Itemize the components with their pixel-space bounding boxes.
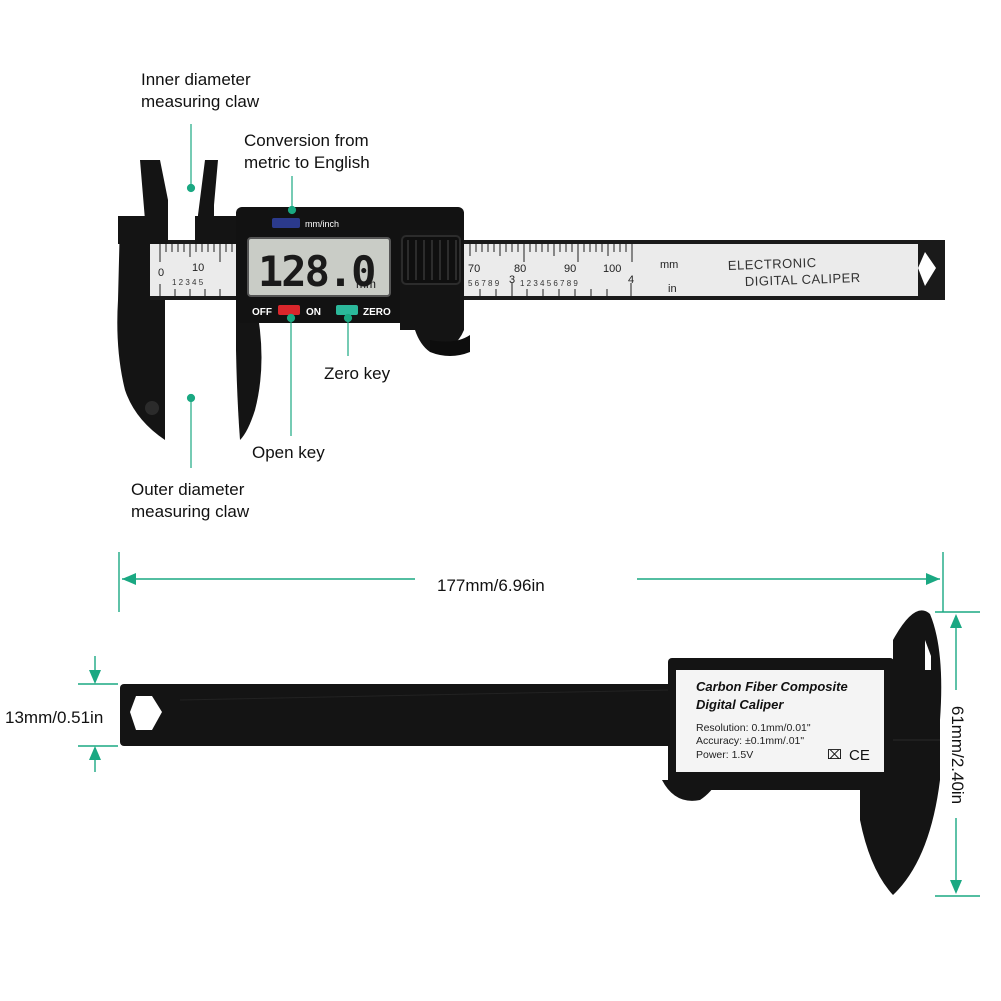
- thickness-dimension: [78, 656, 118, 772]
- callout-conversion: Conversion from metric to English: [244, 130, 370, 174]
- off-label: OFF: [252, 307, 272, 318]
- sub-digits-right-b: 1 2 3 4 5 6 7 8 9: [520, 279, 578, 288]
- scale-label-90: 90: [564, 263, 576, 275]
- callout-outer-claw: Outer diameter measuring claw: [131, 479, 249, 523]
- zero-label: ZERO: [363, 307, 391, 318]
- callout-inner-claw: Inner diameter measuring claw: [141, 69, 259, 113]
- spec-resolution: Resolution: 0.1mm/0.01": [696, 722, 811, 734]
- length-dimension-label: 177mm/6.96in: [437, 576, 545, 595]
- inch-mark-4: 4: [628, 274, 634, 286]
- callout-zero-key: Zero key: [324, 364, 391, 383]
- caliper-rear-view: [120, 610, 942, 895]
- fixed-jaw: [117, 160, 168, 440]
- callout-leaders: [186, 124, 353, 468]
- height-dimension: [935, 611, 980, 897]
- callout-conversion-line1: Conversion from: [244, 131, 369, 150]
- callout-outer-claw-line1: Outer diameter: [131, 480, 245, 499]
- height-dimension-label: 61mm/2.40in: [948, 705, 968, 805]
- inch-mark-3: 3: [509, 274, 515, 286]
- beam-in-label: in: [668, 283, 677, 295]
- display-head: 128.0 mm mm/inch OFF ON ZERO: [236, 207, 470, 356]
- on-off-button[interactable]: [278, 305, 300, 315]
- dimension-diagram: Carbon Fiber Composite Digital Caliper R…: [78, 552, 980, 897]
- mm-inch-label: mm/inch: [305, 219, 339, 229]
- weee-icon: ⌧: [827, 747, 842, 762]
- mm-scale-left: [159, 244, 233, 296]
- lcd-unit: mm: [356, 277, 376, 291]
- sub-digits-right-a: 5 6 7 8 9: [468, 279, 500, 288]
- beam-title-line2: DIGITAL CALIPER: [745, 270, 861, 289]
- spec-power: Power: 1.5V: [696, 749, 753, 761]
- thickness-dimension-label: 13mm/0.51in: [5, 708, 104, 727]
- scale-label-70: 70: [468, 263, 480, 275]
- callout-open-key: Open key: [252, 443, 325, 462]
- spec-accuracy: Accuracy: ±0.1mm/.01": [696, 735, 804, 747]
- callout-inner-claw-line2: measuring claw: [141, 92, 260, 111]
- beam-mm-label: mm: [660, 259, 678, 271]
- callout-conversion-line2: metric to English: [244, 153, 370, 172]
- scale-label-10: 10: [192, 262, 204, 274]
- scale-label-0: 0: [158, 267, 164, 279]
- sliding-jaw: [195, 160, 262, 440]
- mm-scale-right: [469, 244, 633, 296]
- thumb-wheel[interactable]: [401, 235, 461, 285]
- lcd-reading: 128.0: [258, 247, 374, 296]
- callout-inner-claw-line1: Inner diameter: [141, 70, 251, 89]
- zero-button[interactable]: [336, 305, 358, 315]
- scale-label-100: 100: [603, 263, 621, 275]
- scale-label-80: 80: [514, 263, 526, 275]
- mm-inch-button[interactable]: [272, 218, 300, 228]
- spec-label-plate: [676, 670, 884, 772]
- beam-title-line1: ELECTRONIC: [728, 255, 817, 273]
- on-label: ON: [306, 307, 321, 318]
- caliper-front-view: 0 10 1 2 3 4 5: [117, 124, 945, 468]
- sub-digits-left: 1 2 3 4 5: [172, 278, 204, 287]
- length-dimension: [118, 552, 944, 612]
- spec-title-line2: Digital Caliper: [696, 697, 784, 712]
- spec-title-line1: Carbon Fiber Composite: [696, 679, 848, 694]
- ce-mark: CE: [849, 747, 870, 764]
- lcd-screen: [247, 237, 391, 297]
- callout-outer-claw-line2: measuring claw: [131, 502, 250, 521]
